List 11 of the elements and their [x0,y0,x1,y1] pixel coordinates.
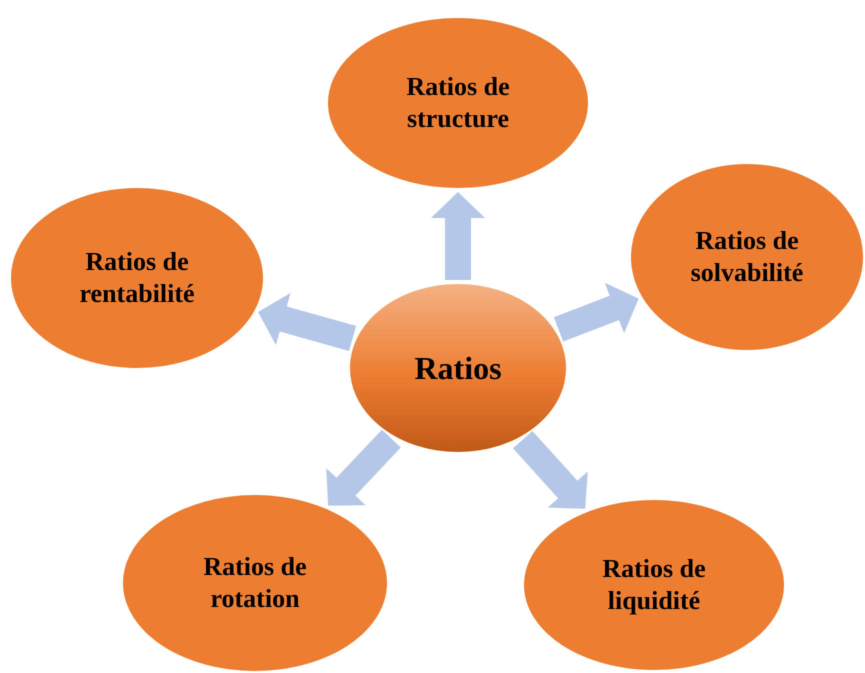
block-arrow [326,430,401,506]
node-label: Ratios de rotation [202,550,308,615]
block-arrow [258,293,356,351]
node-label: Ratios de structure [405,70,511,135]
block-arrow [554,282,639,342]
block-arrow [431,192,485,280]
node-label: Ratios de rentabilité [78,246,196,310]
node-label: Ratios de solvabilité [690,224,804,289]
node-label: Ratios [414,349,502,388]
node-label: Ratios de liquidité [601,552,707,617]
block-arrow [513,431,588,509]
